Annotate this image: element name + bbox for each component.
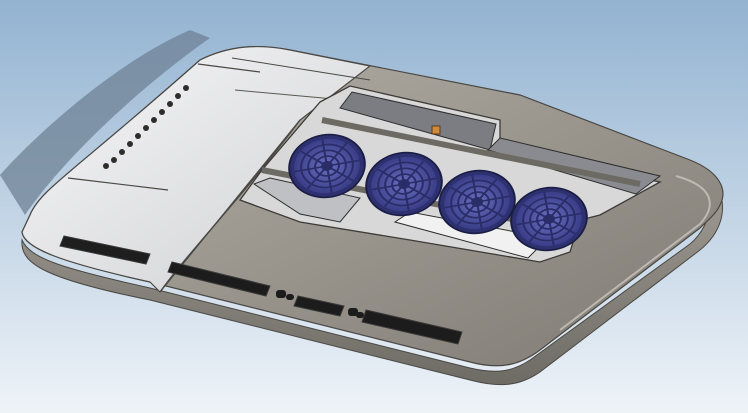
fan-1 — [288, 133, 366, 199]
keyhole-features — [276, 290, 364, 318]
front-compartment — [252, 177, 361, 223]
drop-shadow — [0, 30, 210, 215]
right-edge-highlight — [559, 175, 711, 331]
front-vent-slot-2 — [293, 295, 345, 317]
fan-4 — [510, 186, 588, 252]
rear-compartment-left — [339, 91, 497, 151]
fan-3 — [438, 169, 516, 235]
frame-bar-1 — [321, 117, 641, 187]
panel-seam-1 — [67, 177, 169, 191]
side-vent-holes — [103, 85, 189, 169]
light-panel-slot — [59, 235, 151, 265]
fan-2 — [365, 151, 443, 217]
connector-detail — [431, 125, 441, 135]
front-vent-slot-1 — [167, 261, 271, 297]
fan-array — [288, 133, 588, 252]
front-vent-slot-3 — [361, 309, 463, 345]
light-side-panel — [21, 46, 372, 293]
panel-seam-2 — [197, 63, 261, 73]
panel-seam-5 — [159, 119, 301, 293]
panel-seam-3 — [231, 57, 371, 81]
